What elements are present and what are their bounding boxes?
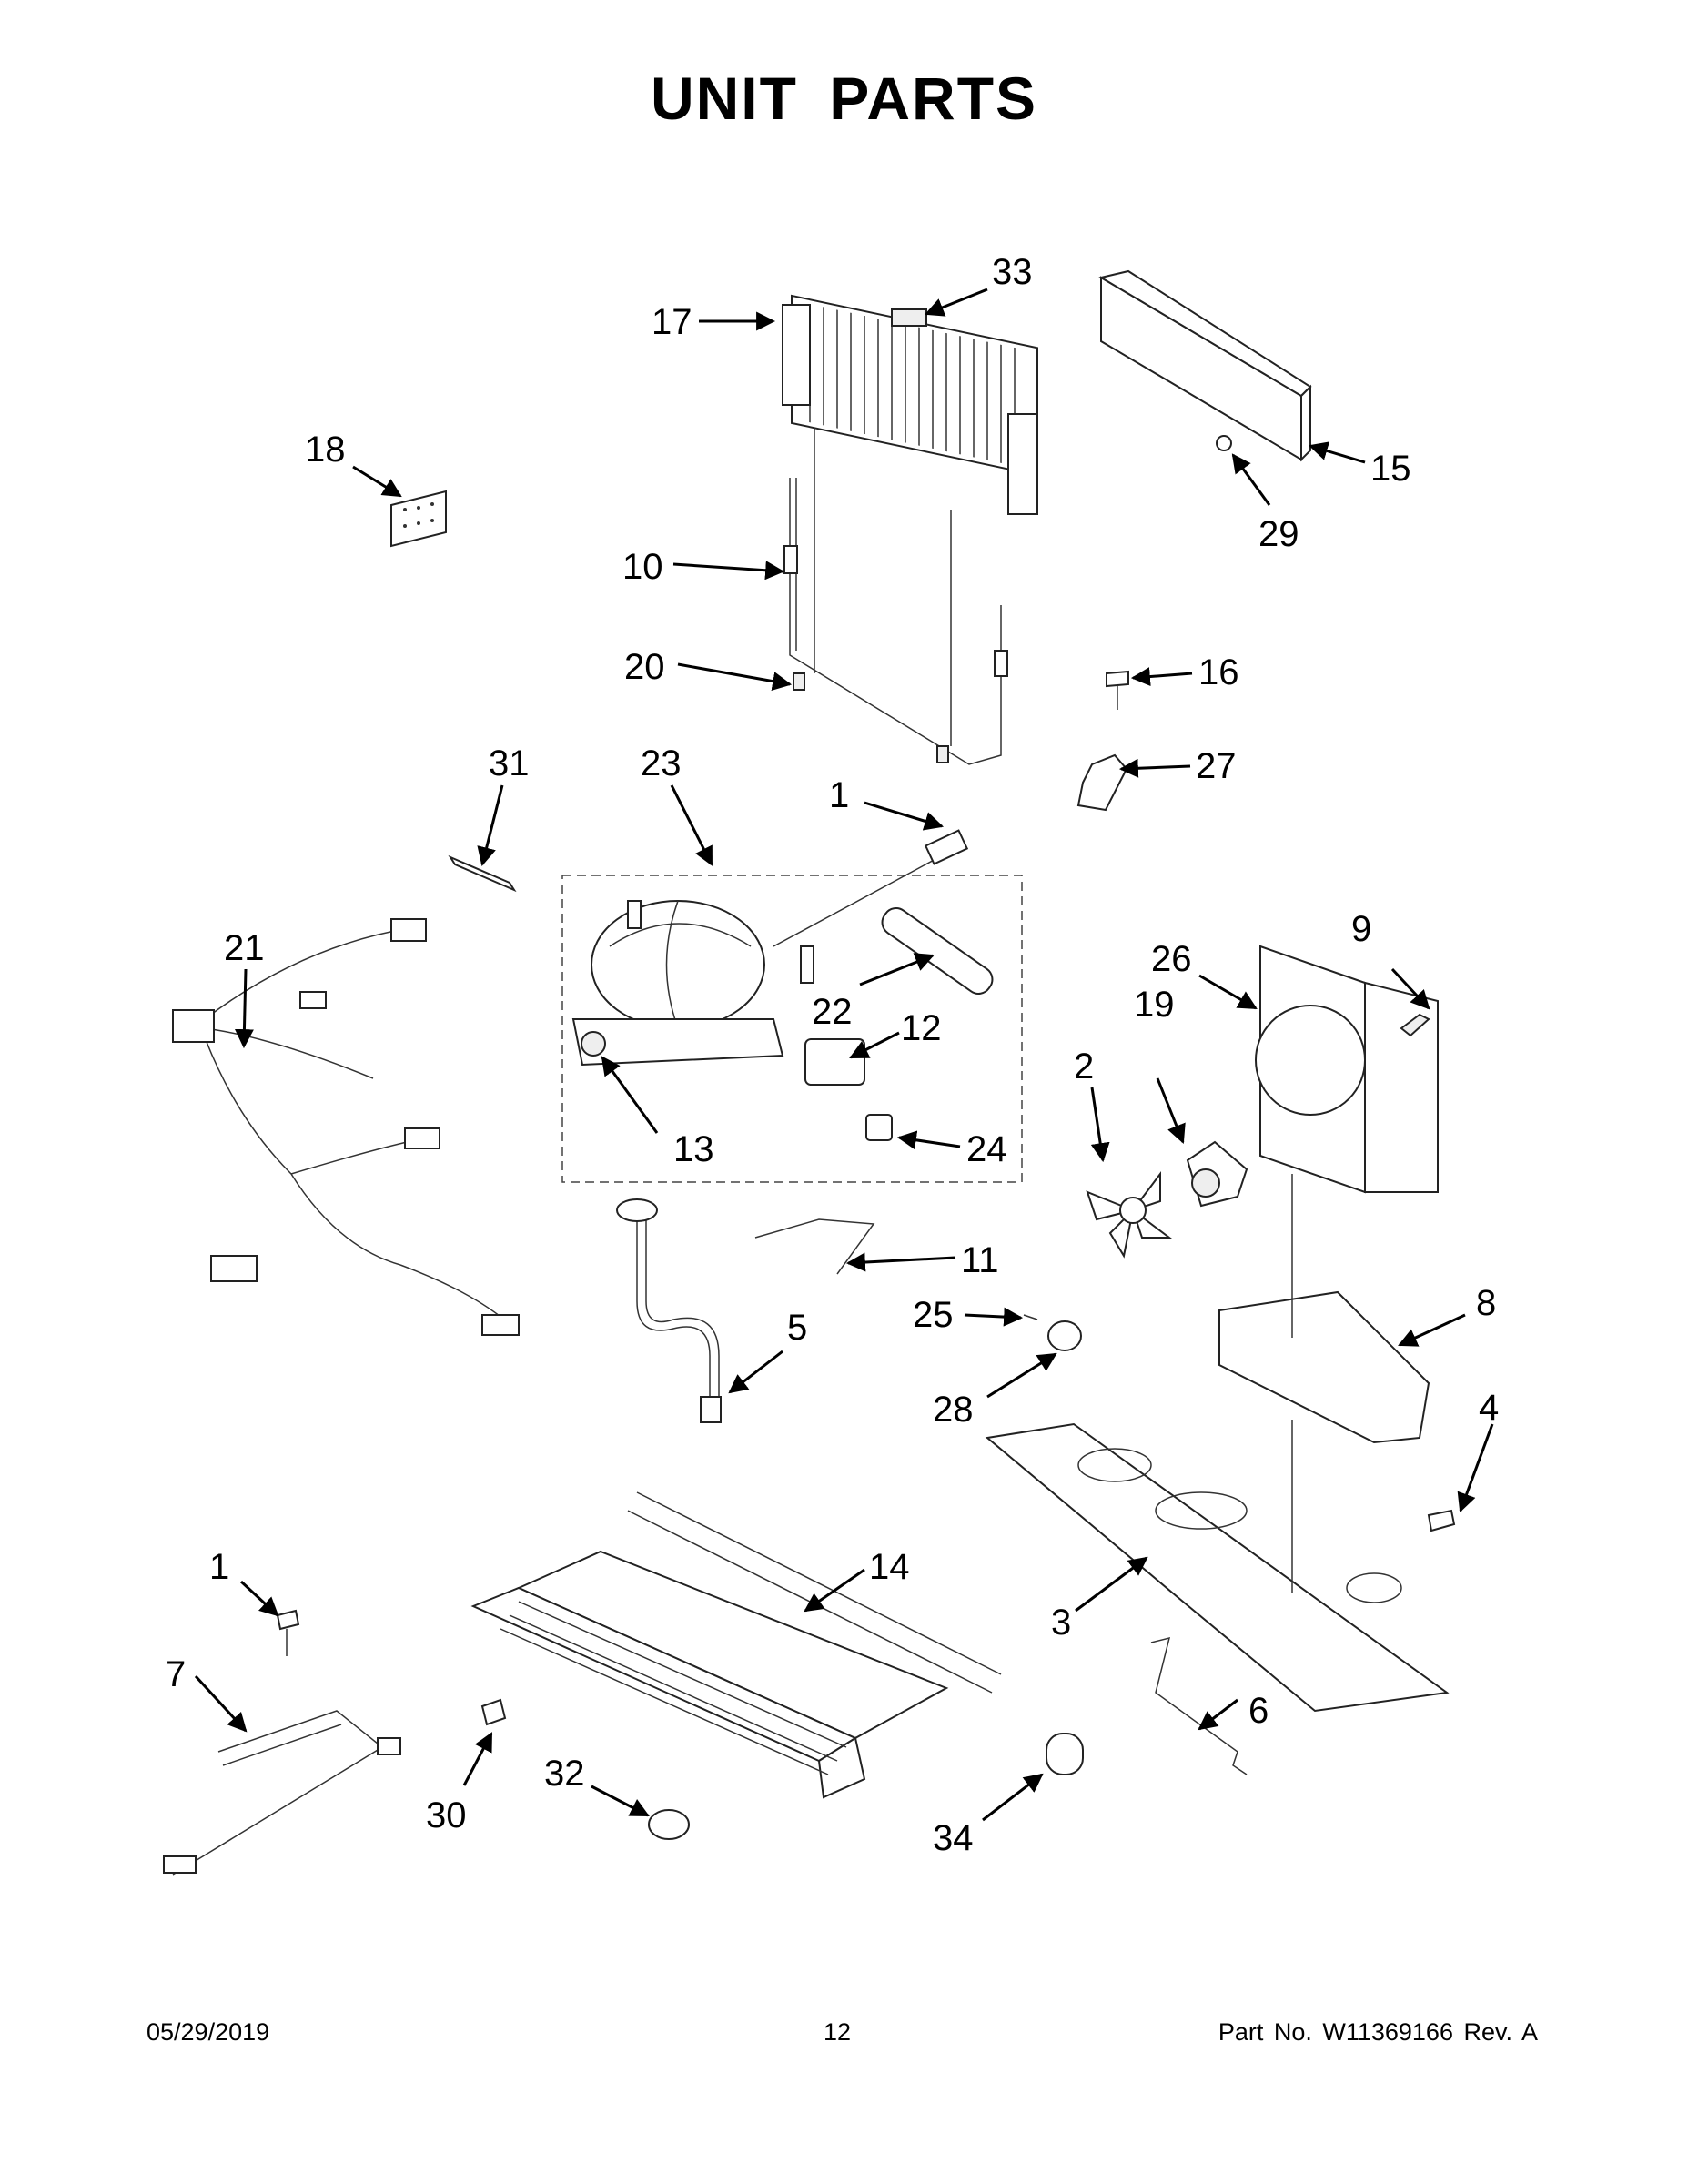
base-plate-part <box>985 1420 1450 1713</box>
strap-part <box>448 854 517 893</box>
callout-15: 15 <box>1370 449 1411 489</box>
screw-part <box>1427 1509 1456 1532</box>
wire-clip-part <box>754 1218 875 1275</box>
callout-29: 29 <box>1258 514 1299 554</box>
drier-part <box>881 907 994 995</box>
callout-26: 26 <box>1151 939 1192 979</box>
callout-14: 14 <box>869 1547 910 1587</box>
callout-13: 13 <box>673 1129 714 1169</box>
callout-4: 4 <box>1479 1388 1499 1428</box>
callout-21: 21 <box>224 928 265 968</box>
callout-22: 22 <box>812 992 853 1032</box>
mounting-bracket-part <box>1218 1174 1430 1444</box>
callout-6: 6 <box>1248 1691 1269 1731</box>
callout-5: 5 <box>787 1308 807 1348</box>
callout-18: 18 <box>305 430 346 470</box>
callout-arrows <box>194 288 1494 1822</box>
small-parts <box>480 1636 1248 1840</box>
evaporator-part <box>470 1491 1002 1799</box>
grommet-part <box>1023 1314 1082 1351</box>
callout-11: 11 <box>961 1240 999 1280</box>
control-board-part <box>390 490 447 548</box>
callout-12: 12 <box>901 1008 942 1048</box>
wire-harness-part <box>172 918 520 1336</box>
callout-3: 3 <box>1051 1603 1071 1643</box>
tube-part <box>616 1198 722 1423</box>
callout-labels: 33 17 15 29 18 10 20 16 27 31 23 1 21 22… <box>166 252 1499 1858</box>
footer-date: 05/29/2019 <box>147 2018 270 2046</box>
callout-24: 24 <box>966 1129 1007 1169</box>
callout-16: 16 <box>1198 652 1239 693</box>
callout-33: 33 <box>992 252 1033 292</box>
fan-shroud-part <box>1255 945 1439 1194</box>
page-title: UNIT PARTS <box>650 65 1038 132</box>
callout-19: 19 <box>1134 985 1175 1025</box>
screw-bracket-part <box>1076 670 1129 812</box>
callout-17: 17 <box>652 302 692 342</box>
cover-part <box>1098 269 1312 462</box>
callout-7: 7 <box>166 1654 186 1694</box>
compressor-part <box>561 829 1023 1183</box>
callout-25: 25 <box>913 1295 954 1335</box>
callout-31: 31 <box>489 743 530 784</box>
callout-8: 8 <box>1476 1283 1496 1323</box>
tubing-part <box>783 428 1008 765</box>
callout-10: 10 <box>622 547 663 587</box>
callout-9: 9 <box>1351 909 1371 949</box>
footer-part-number: Part No. W11369166 Rev. A <box>1218 2018 1538 2046</box>
callout-23: 23 <box>641 743 682 784</box>
callout-32: 32 <box>544 1754 585 1794</box>
callout-27: 27 <box>1196 746 1237 786</box>
callout-2: 2 <box>1074 1046 1094 1087</box>
callout-34: 34 <box>933 1818 974 1858</box>
footer-page-number: 12 <box>824 2018 852 2046</box>
callout-30: 30 <box>426 1795 467 1835</box>
screw-and-harness-part <box>163 1609 401 1876</box>
callout-1b: 1 <box>209 1547 229 1587</box>
fan-motor-part <box>1086 1140 1248 1259</box>
condenser-part <box>782 294 1038 515</box>
callout-28: 28 <box>933 1390 974 1430</box>
callout-20: 20 <box>624 647 665 687</box>
callout-1a: 1 <box>829 775 849 815</box>
relay-part <box>804 1038 893 1141</box>
